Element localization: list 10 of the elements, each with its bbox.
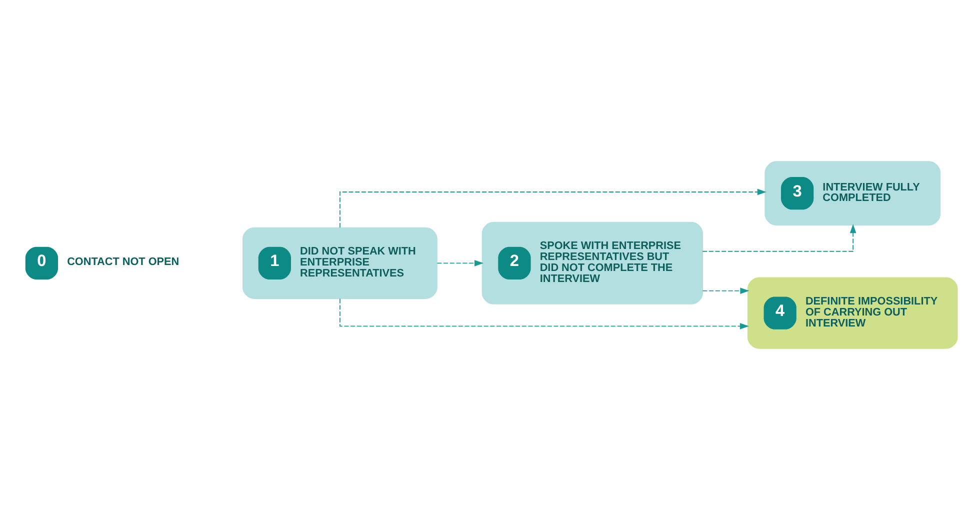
node-box: 2 SPOKE WITH ENTERPRISE REPRESENTATIVES BUT DID NOT COMPLETE THE INTERVIEW [482,221,704,304]
node-box: 1 DID NOT SPEAK WITH ENTERPRISE REPRESENTATIVES [242,226,438,298]
node-box: 3 INTERVIEW FULLY COMPLETED [764,160,941,226]
node-label: CONTACT NOT OPEN [67,256,180,268]
arrow [702,287,750,294]
arrow [340,188,766,228]
node-box: 4 DEFINITE IMPOSSIBILITY OF CARRYING OUT INTERVIEW [747,276,958,348]
arrow [340,298,749,329]
arrow [702,224,856,252]
arrow [436,259,484,266]
